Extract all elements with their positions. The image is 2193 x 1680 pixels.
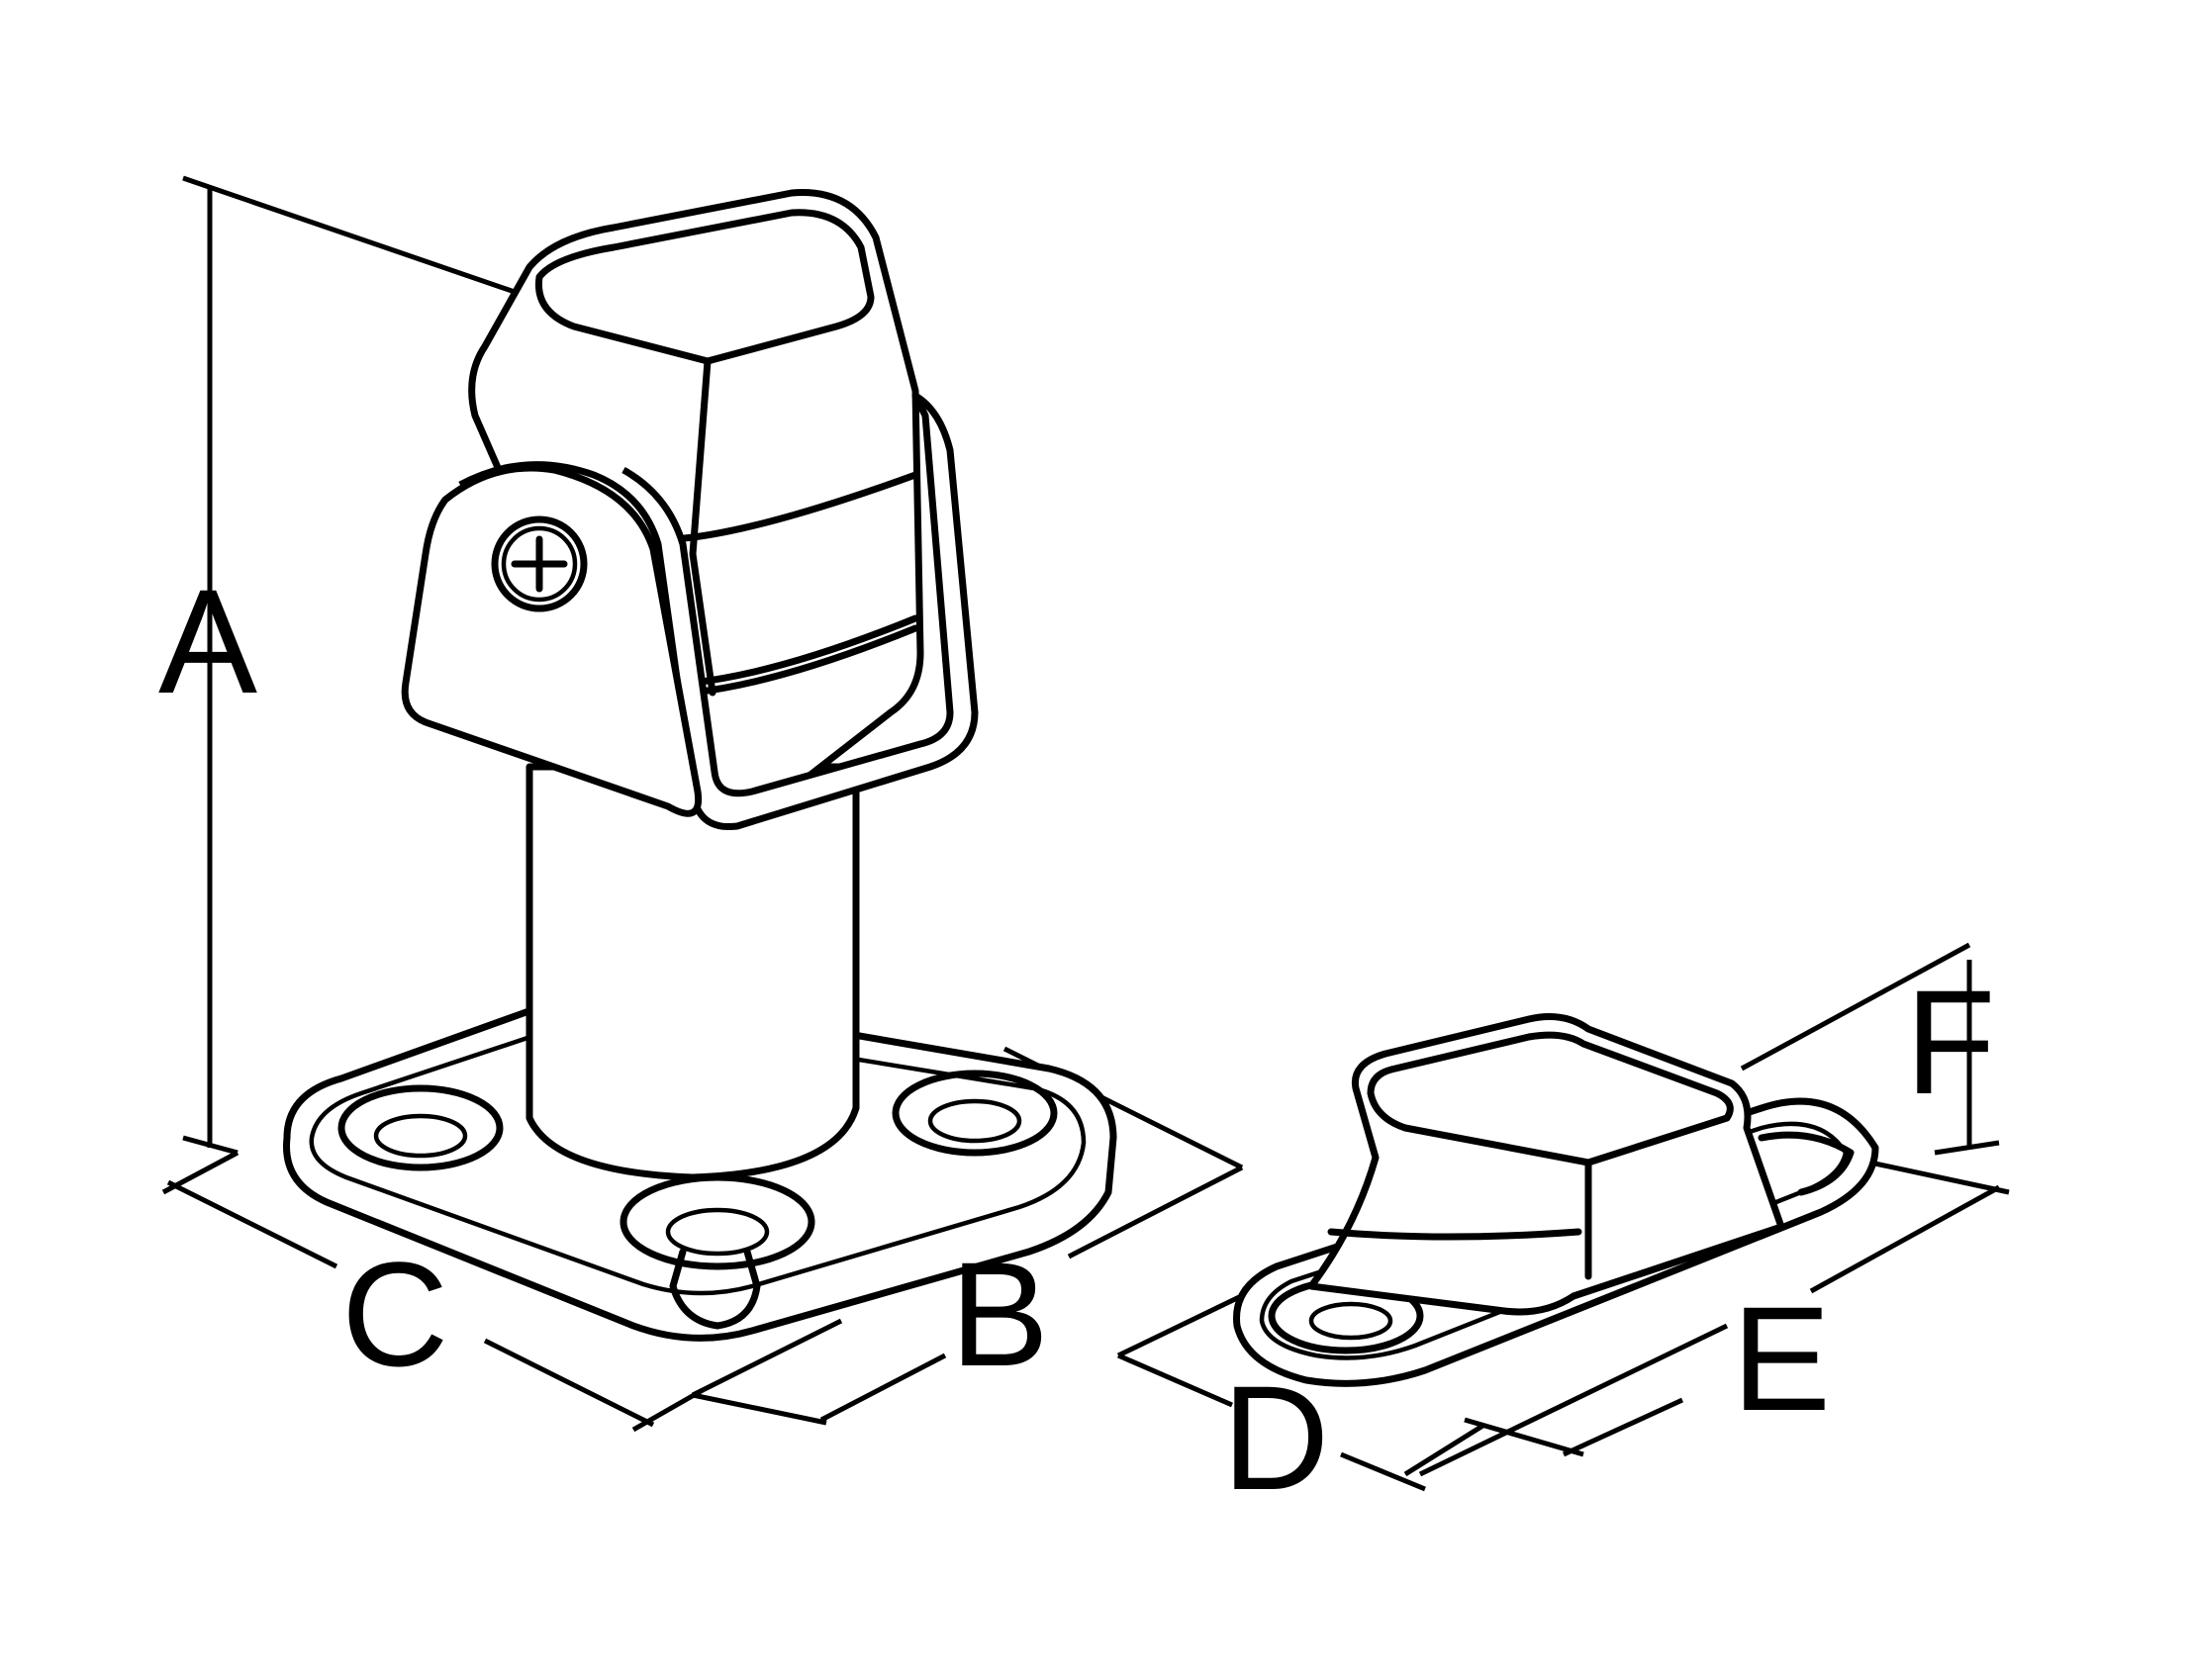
mounting-bracket — [458, 392, 979, 831]
dimension-a-bottom-extension — [182, 1135, 238, 1156]
bumper-band-lower — [689, 614, 919, 687]
post-cylinder — [525, 763, 860, 1181]
dimension-d-line-2 — [1340, 1451, 1426, 1492]
dimension-e-line-2 — [1809, 1184, 2001, 1294]
dimension-c-ext-left — [161, 1150, 239, 1195]
label-b: B — [950, 1231, 1049, 1397]
door-stop-part — [283, 189, 1117, 1342]
catch-screw-hole-right — [1758, 1131, 1855, 1196]
catch-bumper-block — [1307, 1013, 1785, 1316]
dimension-e-ext-left — [1464, 1417, 1584, 1457]
catch-block-band — [1327, 1228, 1582, 1241]
dimension-b-line-3 — [819, 1353, 947, 1423]
dimension-d-ext-right — [1403, 1422, 1486, 1477]
dimension-f-bottom-extension — [1934, 1140, 2000, 1156]
screw-head-rim — [501, 525, 578, 603]
dimension-f-top-extension — [1740, 942, 1971, 1072]
screw-hole-back-left — [337, 1084, 504, 1171]
bumper-front-edge — [689, 357, 716, 697]
dimension-d-line-1 — [1117, 1353, 1233, 1408]
dimension-c-ext-right — [631, 1387, 705, 1433]
label-c: C — [341, 1231, 448, 1397]
dimension-b-ext-left — [692, 1392, 827, 1426]
bumper-top-face — [534, 209, 875, 365]
dimension-c-line-2 — [483, 1338, 655, 1428]
dimension-a-top-extension — [182, 175, 516, 295]
label-f: F — [1905, 959, 1996, 1125]
dimension-c-line-1 — [166, 1179, 338, 1269]
screw-head — [491, 515, 588, 612]
label-a: A — [158, 558, 257, 724]
catch-screw-hole-inner — [1308, 1301, 1393, 1341]
dimension-e-line-3 — [1562, 1397, 1684, 1457]
label-e: E — [1732, 1275, 1831, 1442]
screw-hole-back-right-inner — [927, 1098, 1022, 1144]
screw-cross-slot — [511, 535, 568, 593]
screw-hole-front-inner — [665, 1207, 770, 1257]
bracket-side-plate — [401, 464, 703, 817]
catch-part — [1233, 1013, 1879, 1387]
catch-block-top-face — [1367, 1031, 1734, 1167]
dimension-b-line-2 — [1067, 1165, 1244, 1260]
bumper-band-upper — [669, 471, 919, 543]
label-d: D — [1222, 1354, 1329, 1521]
screw-hole-back-left-inner — [373, 1113, 468, 1159]
base-screw-holes — [337, 1070, 1058, 1330]
screw-hole-back-right — [892, 1070, 1058, 1157]
bumper-band-lower-2 — [689, 624, 919, 697]
screw-head-front — [669, 1248, 761, 1330]
phillips-screw — [491, 515, 588, 612]
dimension-e-line-1 — [1418, 1323, 1729, 1477]
dimension-e-ext-right — [1869, 1160, 2010, 1195]
dimension-b-line-1 — [691, 1318, 843, 1398]
dimension-labels: A B C D E F — [158, 558, 1996, 1521]
